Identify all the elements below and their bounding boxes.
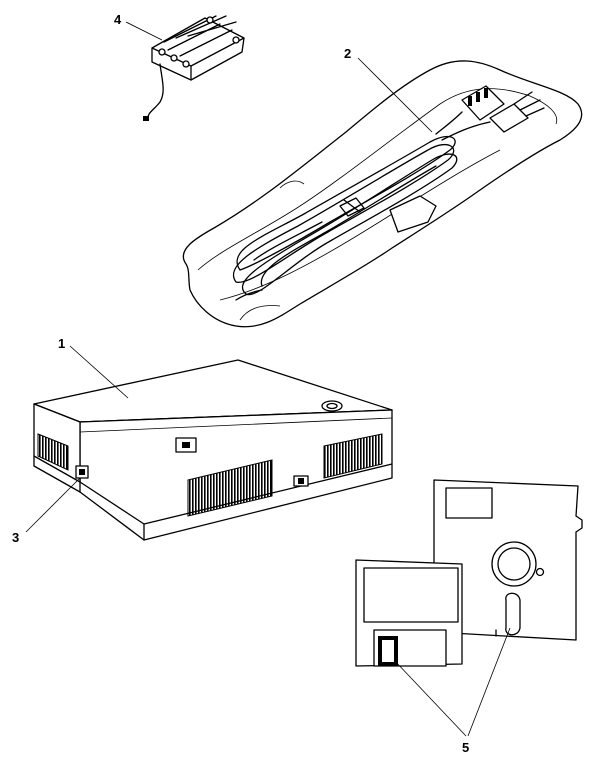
leader-2 — [357, 57, 433, 133]
power-cord-bag — [182, 60, 583, 328]
callout-4: 4 — [114, 12, 122, 27]
front-vent-left — [187, 459, 273, 517]
floppy-disks — [355, 479, 583, 667]
callout-3: 3 — [12, 530, 19, 545]
battery-holder — [143, 15, 245, 121]
left-vent — [37, 433, 69, 471]
leader-4 — [125, 21, 163, 41]
leader-lines — [25, 21, 511, 737]
main-unit — [33, 359, 393, 541]
callout-1: 1 — [58, 336, 65, 351]
floppy-disk-525 — [433, 479, 583, 641]
callout-2: 2 — [344, 46, 351, 61]
front-vent-right — [323, 433, 383, 479]
leader-3 — [25, 477, 81, 533]
wire-connector — [143, 116, 149, 121]
leader-5b — [467, 627, 511, 737]
callout-5: 5 — [462, 740, 469, 755]
leader-5a — [393, 659, 467, 737]
leader-1 — [69, 345, 129, 399]
